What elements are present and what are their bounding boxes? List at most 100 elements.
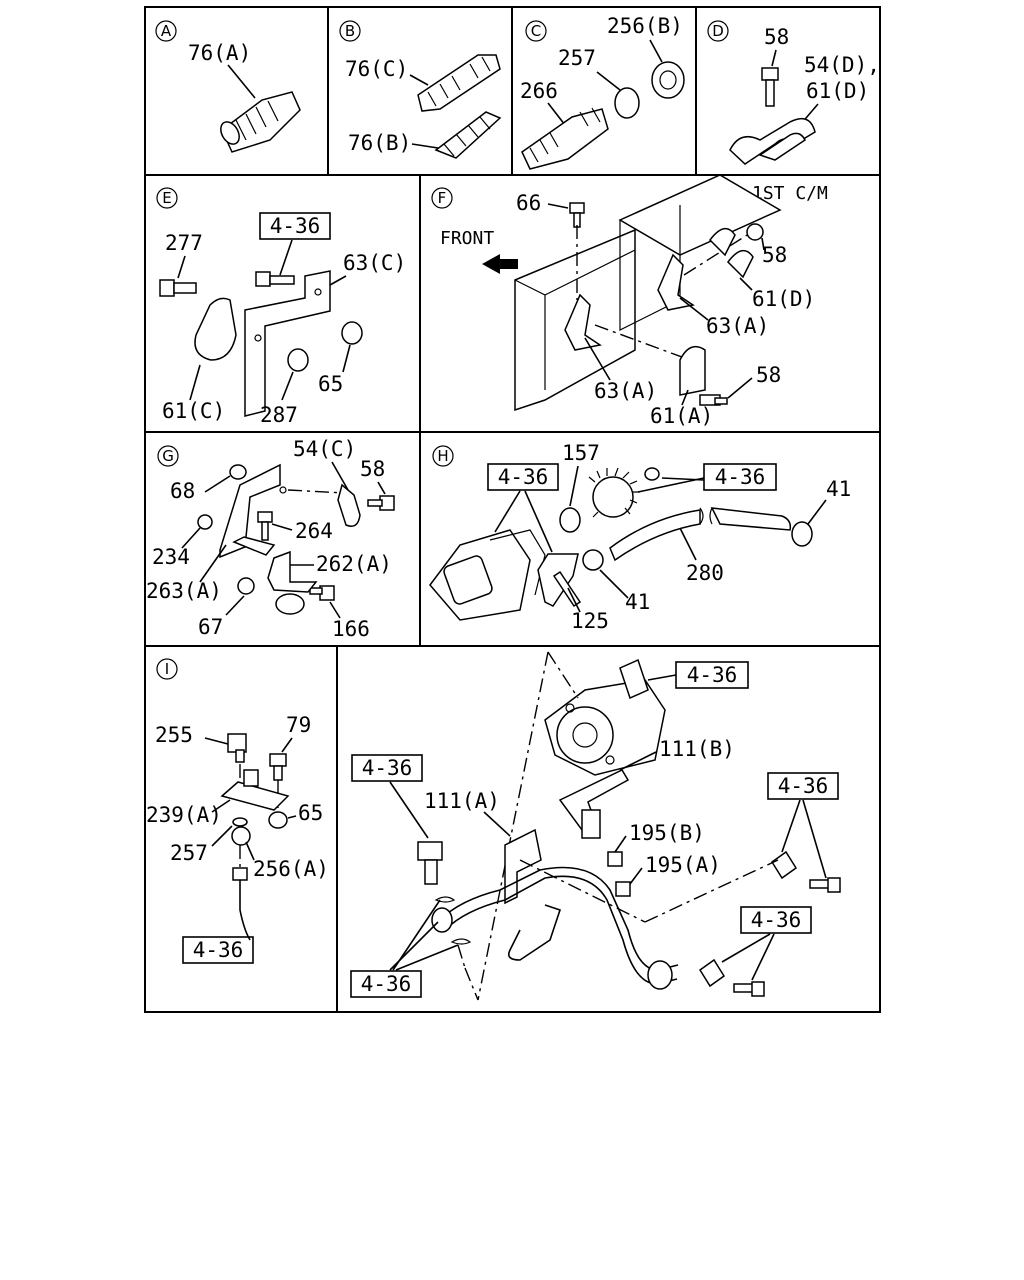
ref-box-4-36-bottom-left: 4-36	[350, 970, 422, 998]
svg-text:4-36: 4-36	[778, 774, 829, 798]
nut-icon	[197, 464, 255, 595]
label-58-g: 58	[360, 457, 385, 481]
panel-h-letter: H	[432, 445, 454, 467]
bracket-icon	[219, 463, 287, 559]
label-1st-cm: 1ST C/M	[752, 183, 828, 204]
pump-icon	[544, 658, 666, 776]
bolt-icon	[269, 753, 287, 781]
svg-text:4-36: 4-36	[715, 465, 766, 489]
ring-icon	[232, 817, 248, 827]
clamp-icon	[582, 521, 813, 571]
label-58-top: 58	[762, 243, 787, 267]
label-195b: 195(B)	[629, 821, 705, 845]
label-262a: 262(A)	[316, 552, 392, 576]
label-65: 65	[318, 372, 343, 396]
label-79: 79	[286, 713, 311, 737]
pump-icon	[429, 529, 546, 621]
washer-icon	[434, 896, 472, 945]
panel-j: 4-36 111(B) 4-36 111(A)	[350, 651, 841, 1001]
label-287: 287	[260, 403, 298, 427]
svg-text:4-36: 4-36	[687, 663, 738, 687]
label-41-bottom: 41	[625, 590, 650, 614]
label-68: 68	[170, 479, 195, 503]
panel-b: B 76(C) 76(B)	[339, 20, 502, 159]
union-fitting-icon	[220, 91, 301, 153]
label-256b: 256(B)	[607, 14, 683, 38]
ring-icon	[614, 87, 640, 119]
svg-text:A: A	[161, 22, 172, 40]
ref-box-4-36-pump: 4-36	[675, 661, 749, 689]
label-266: 266	[520, 79, 558, 103]
ref-box-4-36: 4-36	[182, 936, 254, 964]
label-63a-left: 63(A)	[594, 379, 657, 403]
diagram-frame	[144, 6, 881, 1013]
svg-text:4-36: 4-36	[498, 465, 549, 489]
svg-text:I: I	[165, 660, 169, 678]
bolt-icon	[255, 271, 295, 287]
ref-box-4-36-left: 4-36	[487, 463, 559, 491]
label-277: 277	[165, 231, 203, 255]
label-65-i: 65	[298, 801, 323, 825]
label-257: 257	[558, 46, 596, 70]
nut-icon	[287, 321, 363, 372]
panel-g: G 54(C) 58 68 264 2	[146, 437, 395, 641]
front-arrow-icon	[482, 254, 518, 274]
svg-text:D: D	[712, 22, 724, 40]
nut-icon	[231, 811, 288, 846]
panel-c: C 256(B) 257 266	[520, 14, 685, 170]
label-256a: 256(A)	[253, 857, 329, 881]
label-264: 264	[295, 519, 333, 543]
svg-text:4-36: 4-36	[193, 938, 244, 962]
label-280: 280	[686, 561, 724, 585]
svg-text:C: C	[531, 22, 541, 40]
label-66: 66	[516, 191, 541, 215]
bolt-icon	[159, 279, 197, 297]
clamp-icon	[679, 227, 754, 396]
nut-icon	[651, 61, 685, 99]
ref-box-4-36-left: 4-36	[351, 754, 423, 782]
panel-i: I 255 79 239(A) 65 257	[146, 658, 329, 964]
panel-e: E 4-36 277 63(C) 61(	[156, 187, 406, 427]
bracket-icon	[267, 550, 318, 615]
label-76b: 76(B)	[348, 131, 411, 155]
label-58-bottom: 58	[756, 363, 781, 387]
clamp-icon	[698, 850, 798, 988]
panel-e-letter: E	[156, 187, 178, 209]
panel-a: A 76(A)	[155, 20, 301, 153]
svg-text:G: G	[162, 447, 174, 465]
bracket-icon	[244, 270, 331, 417]
svg-text:4-36: 4-36	[361, 972, 412, 996]
panel-f: F 66 1ST C/M FRONT	[431, 174, 828, 428]
svg-text:E: E	[162, 189, 171, 207]
panel-a-letter: A	[155, 20, 177, 42]
label-61c: 61(C)	[162, 399, 225, 423]
panel-i-letter: I	[156, 658, 178, 680]
label-76a: 76(A)	[188, 41, 251, 65]
label-195a: 195(A)	[645, 853, 721, 877]
svg-text:4-36: 4-36	[362, 756, 413, 780]
panel-f-letter: F	[431, 187, 453, 209]
gear-icon	[588, 467, 640, 518]
label-239a: 239(A)	[146, 803, 222, 827]
label-255: 255	[155, 723, 193, 747]
label-63a-right: 63(A)	[706, 314, 769, 338]
bolt-icon	[699, 223, 764, 406]
label-166: 166	[332, 617, 370, 641]
ref-box-4-36-right: 4-36	[703, 463, 777, 491]
ref-box-4-36: 4-36	[259, 212, 331, 240]
label-61d: 61(D)	[806, 79, 869, 103]
bolt-icon	[761, 67, 779, 107]
union-fitting-icon	[521, 107, 609, 170]
bolt-icon	[569, 202, 585, 228]
ref-box-4-36-bottom-right: 4-36	[740, 906, 812, 934]
bolt-icon	[257, 495, 395, 601]
svg-text:F: F	[438, 189, 447, 207]
bracket-icon	[558, 769, 630, 839]
bracket-icon	[564, 253, 695, 351]
panel-g-letter: G	[157, 445, 179, 467]
union-fitting-icon	[417, 54, 501, 112]
clamp-icon	[729, 117, 816, 165]
label-125: 125	[571, 609, 609, 633]
bracket-icon	[504, 828, 542, 905]
